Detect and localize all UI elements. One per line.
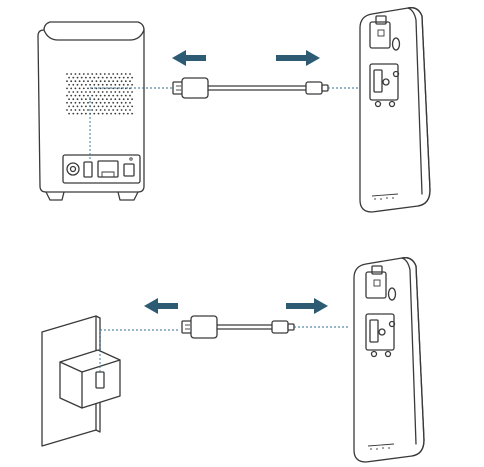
camera-window xyxy=(365,271,387,299)
usb-port xyxy=(95,371,105,389)
camera-window xyxy=(369,21,391,49)
rear-port-panel xyxy=(62,154,141,184)
arrow-left-bottom xyxy=(144,298,178,314)
arrow-left-top xyxy=(172,50,206,66)
wall-power-adapter xyxy=(41,315,121,447)
micro-usb-connector xyxy=(271,320,295,334)
mount-bracket xyxy=(369,63,400,108)
mount-bracket xyxy=(365,313,396,358)
ethernet-port xyxy=(97,160,119,178)
arrow-right-bottom xyxy=(286,298,328,314)
speaker-vent xyxy=(66,73,134,115)
bottom-grille xyxy=(367,443,395,450)
doorbell-device xyxy=(353,257,425,463)
arrow-right-top xyxy=(276,50,320,66)
panel-bottom xyxy=(41,257,425,463)
doorbell-device xyxy=(359,7,431,213)
usb-cable-bottom xyxy=(100,315,350,339)
usb-a-connector xyxy=(172,77,209,99)
bottom-grille xyxy=(371,193,399,200)
usb-cable-top xyxy=(90,77,358,99)
usb-a-connector xyxy=(181,315,218,339)
panel-top xyxy=(37,7,431,213)
micro-usb-connector xyxy=(305,81,329,95)
base-station xyxy=(37,21,145,201)
